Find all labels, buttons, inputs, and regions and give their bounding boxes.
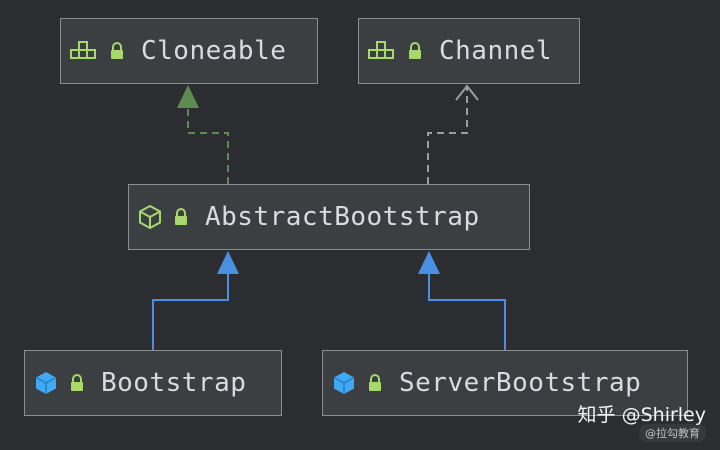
edge-server-to-abstract	[428, 274, 506, 350]
node-channel[interactable]: Channel	[358, 18, 580, 84]
edge-abstract-to-channel	[427, 88, 468, 184]
watermark: 知乎 @Shirley	[577, 404, 706, 426]
node-label: Bootstrap	[101, 368, 247, 398]
arrowhead-abstract-right	[418, 251, 440, 274]
lock-icon	[69, 373, 85, 393]
node-server-bootstrap[interactable]: ServerBootstrap	[322, 350, 688, 416]
node-label: Channel	[439, 36, 553, 66]
node-label: Cloneable	[141, 36, 287, 66]
interface-icon	[367, 39, 397, 63]
node-cloneable[interactable]: Cloneable	[60, 18, 318, 84]
node-bootstrap[interactable]: Bootstrap	[24, 350, 282, 416]
watermark-sub: @拉勾教育	[639, 424, 706, 442]
arrowhead-channel	[455, 84, 479, 101]
edge-abstract-to-cloneable	[187, 108, 229, 184]
edge-bootstrap-to-abstract	[152, 274, 229, 350]
lock-icon	[407, 41, 423, 61]
arrowhead-abstract-left	[217, 251, 239, 274]
lock-icon	[367, 373, 383, 393]
arrowhead-cloneable	[177, 85, 199, 108]
lock-icon	[173, 207, 189, 227]
class-icon	[33, 370, 59, 396]
abstract-class-icon	[137, 204, 163, 230]
node-label: ServerBootstrap	[399, 368, 642, 398]
interface-icon	[69, 39, 99, 63]
lock-icon	[109, 41, 125, 61]
class-icon	[331, 370, 357, 396]
node-abstract-bootstrap[interactable]: AbstractBootstrap	[128, 184, 530, 250]
node-label: AbstractBootstrap	[205, 202, 480, 232]
